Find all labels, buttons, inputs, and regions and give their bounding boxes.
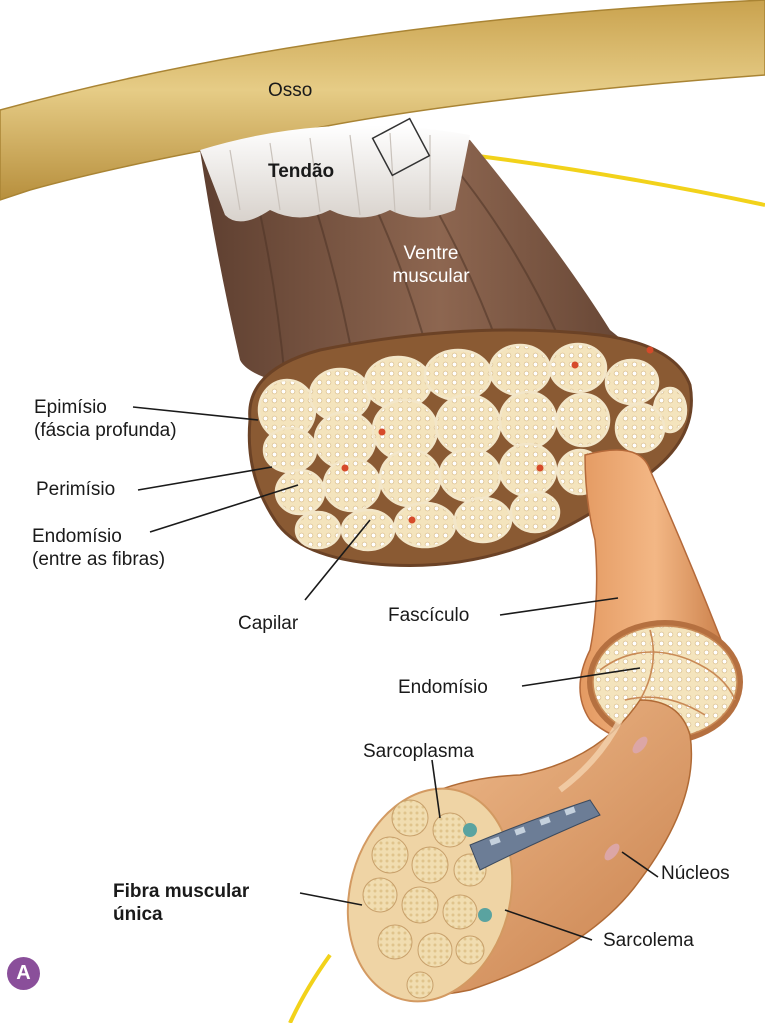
label-endomisio-line2: (entre as fibras) [32,548,165,571]
label-ventre-line1: Ventre [376,242,486,265]
fascicle-9 [264,428,316,472]
label-nucleos: Núcleos [661,862,730,885]
capillary-1 [379,429,386,436]
label-fasciculo: Fascículo [388,604,469,627]
label-endomisio-2: Endomísio [398,676,488,699]
fascicle-20 [500,444,556,496]
fascicle-13 [500,392,556,448]
label-tendao: Tendão [268,160,334,183]
fascicle-25 [455,498,511,542]
fascicle-4 [425,350,491,400]
label-fibra-line1: Fibra muscular [113,880,249,903]
fascicle-24 [395,503,455,547]
fascicle-5 [490,345,550,395]
fascicle-6 [550,344,606,392]
capillary-3 [537,465,544,472]
label-sarcoplasma: Sarcoplasma [363,740,474,763]
label-ventre-line2: muscular [376,265,486,288]
fascicle-18 [380,450,440,506]
label-sarcolema: Sarcolema [603,929,694,952]
accent-line-bottom [290,955,330,1023]
capillary-6 [342,465,349,472]
label-perimisio: Perimísio [36,478,115,501]
fascicle-16 [276,470,324,514]
fascicle-15 [616,404,664,452]
label-epimisio: Epimísio (fáscia profunda) [34,396,177,442]
label-fibra-line2: única [113,903,249,926]
label-capilar: Capilar [238,612,298,635]
fascicle-19 [440,449,500,501]
label-epimisio-line1: Epimísio [34,396,177,419]
fascicle-12 [436,395,500,455]
capillary-5 [647,347,654,354]
label-endomisio-line1: Endomísio [32,525,165,548]
fascicle-22 [296,512,340,548]
panel-badge: A [7,957,40,990]
label-endomisio: Endomísio (entre as fibras) [32,525,165,571]
fascicle-26 [511,492,559,532]
label-fibra-muscular: Fibra muscular única [113,880,249,926]
label-ventre-muscular: Ventre muscular [376,242,486,288]
fascicle-14 [557,394,609,446]
label-osso: Osso [268,79,312,102]
fascicle-17 [324,459,380,511]
label-epimisio-line2: (fáscia profunda) [34,419,177,442]
fascicle-7 [606,360,658,404]
capillary-4 [572,362,579,369]
capillary-2 [409,517,416,524]
